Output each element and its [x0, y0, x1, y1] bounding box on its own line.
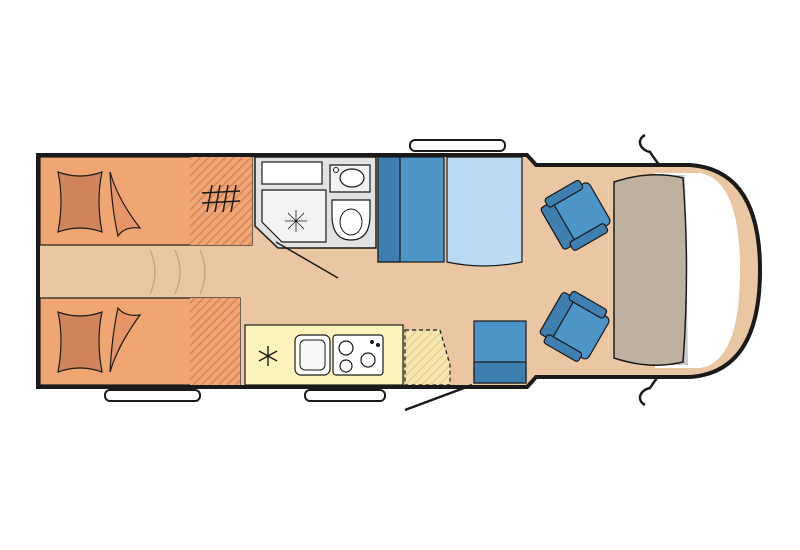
hob — [332, 334, 384, 376]
burner-1-icon — [338, 340, 354, 356]
knob-icon — [370, 340, 374, 344]
wardrobe — [404, 329, 451, 386]
fridge-snowflake-icon — [258, 346, 278, 366]
entrance-door — [404, 383, 473, 412]
blanket-fold-right — [109, 306, 142, 373]
window-bottom-mid — [304, 389, 386, 402]
window-bottom-left — [104, 389, 201, 402]
burner-2-icon — [339, 359, 353, 373]
knob-2-icon — [376, 343, 380, 347]
toilet-bowl — [339, 208, 363, 236]
shower-tray — [261, 189, 327, 243]
pillow-left — [57, 171, 103, 233]
driver-seat — [540, 179, 611, 251]
dinette-table — [446, 156, 523, 267]
bed-left-hatch — [190, 157, 252, 245]
washroom-door — [275, 241, 339, 279]
sink-basin — [299, 339, 326, 371]
dinette-chair-back — [473, 361, 527, 384]
tap-icon — [333, 167, 339, 173]
passenger-seat — [539, 290, 610, 362]
blanket-fold-left — [109, 171, 142, 238]
washbasin-bowl — [339, 168, 365, 188]
burner-3-icon — [360, 352, 376, 368]
bed-right-hatch — [190, 298, 240, 385]
window-top — [409, 139, 506, 152]
heater-icon — [201, 184, 241, 213]
pillow-right — [57, 311, 103, 373]
bed-steps — [149, 249, 206, 295]
washroom-cabinet — [261, 161, 323, 185]
dinette-bench-back — [377, 156, 401, 263]
dashboard — [613, 174, 688, 366]
shower-drain-icon — [285, 210, 307, 232]
